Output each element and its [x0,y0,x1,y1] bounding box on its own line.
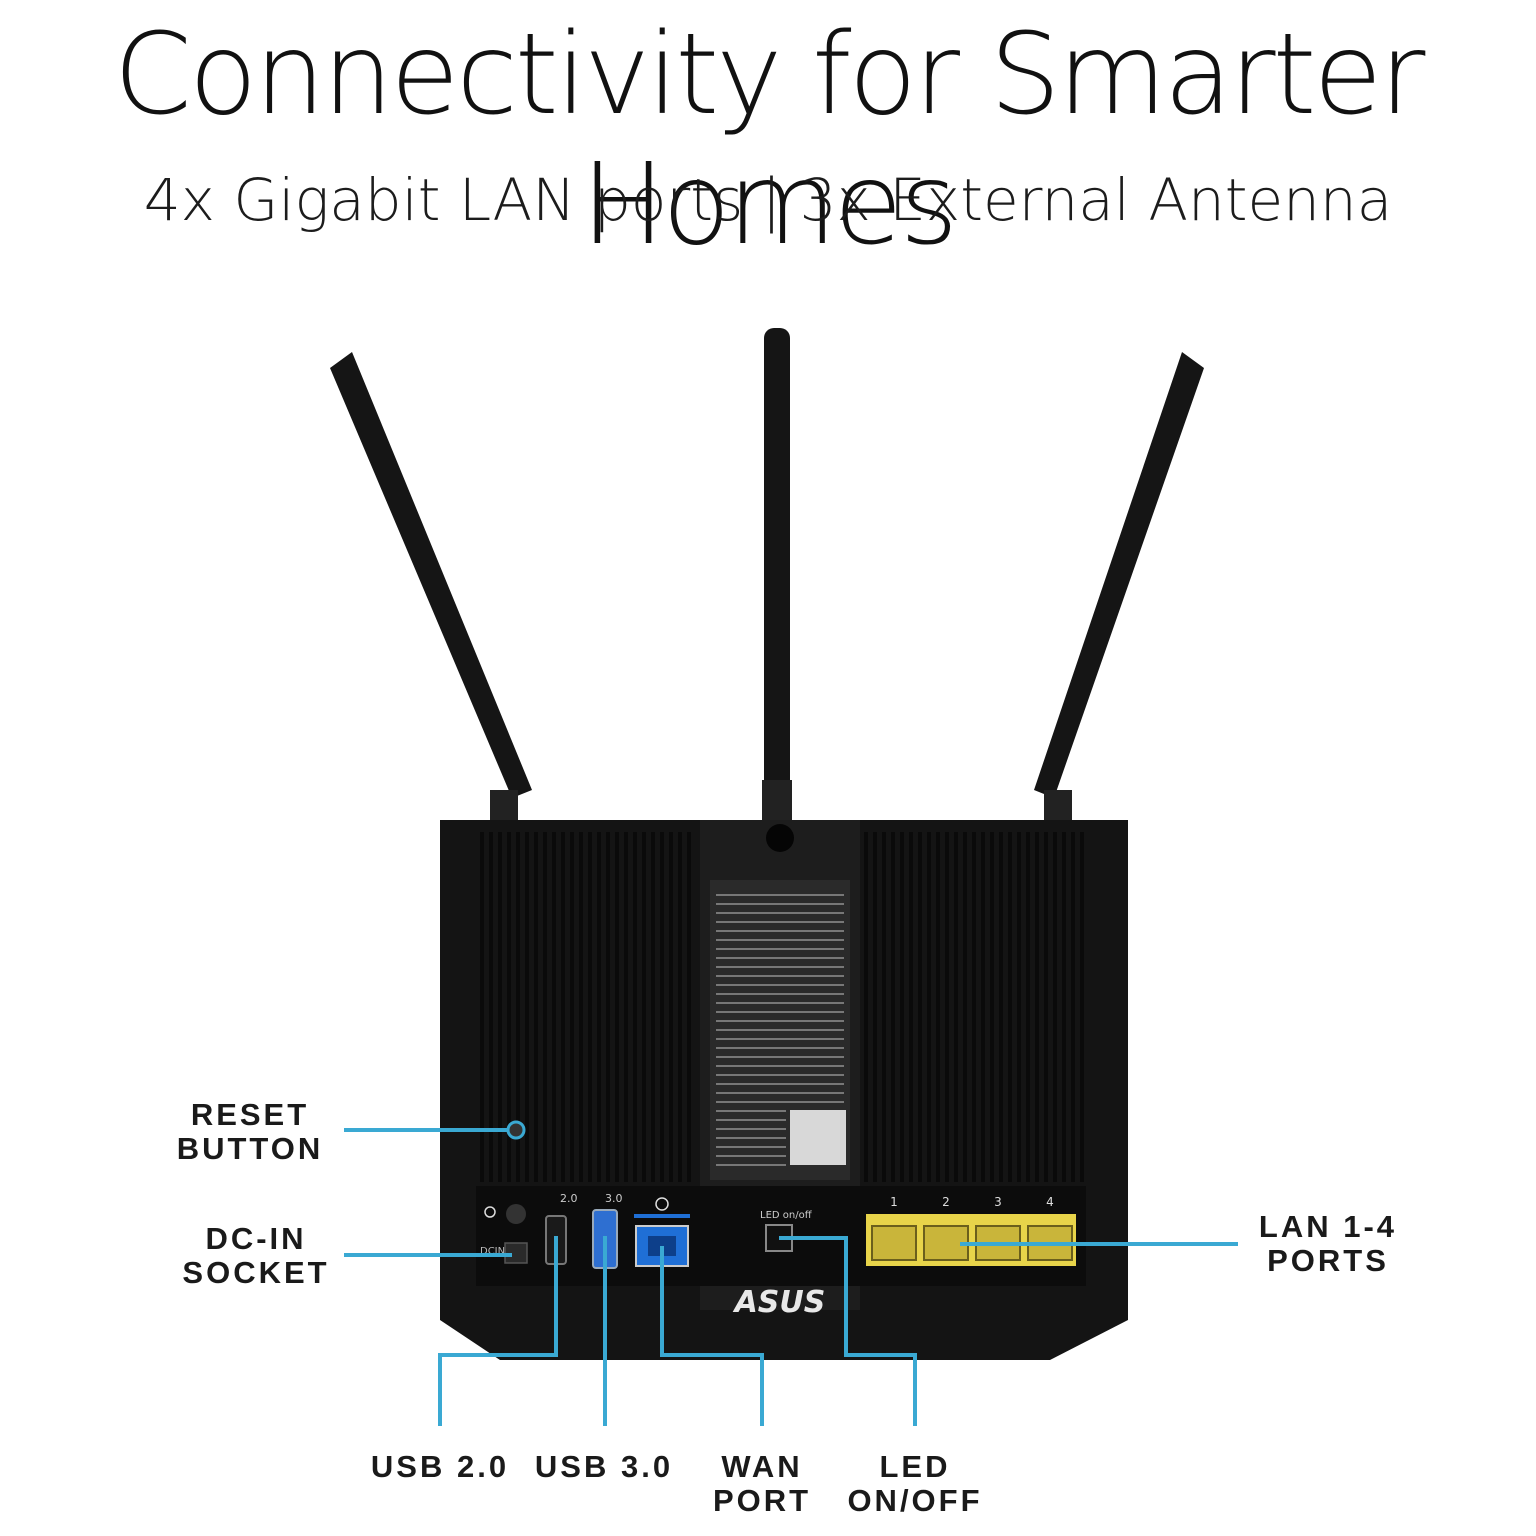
lan-port-1[interactable] [871,1225,917,1261]
vent-slot [543,832,547,1182]
vent-slot [1053,832,1057,1182]
vent-slot [1026,832,1030,1182]
vent-slot [1080,832,1084,1182]
vent-slot [1017,832,1021,1182]
lan-port-number: 2 [942,1195,950,1209]
antenna-left [330,352,532,832]
headline: Connectivity for Smarter Homes [113,10,1426,270]
dcin-mark: DCIN [480,1246,505,1257]
vent-slot [1071,832,1075,1182]
vent-slot [597,832,601,1182]
vent-slot [651,832,655,1182]
vent-slot [972,832,976,1182]
spec-label-sticker [710,880,850,1180]
vent-slot [534,832,538,1182]
vent-slot [963,832,967,1182]
vent-slot [615,832,619,1182]
power-button[interactable] [506,1204,526,1224]
vent-slot [981,832,985,1182]
vent-slot [588,832,592,1182]
vent-slot [489,832,493,1182]
vent-slot [1044,832,1048,1182]
vent-slot [633,832,637,1182]
vent-slot [642,832,646,1182]
vent-slot [945,832,949,1182]
lan-port-number: 3 [994,1195,1002,1209]
vent-slot [579,832,583,1182]
vent-slot [954,832,958,1182]
vent-slot [561,832,565,1182]
reset-button[interactable] [506,1120,526,1140]
callout-lines [344,1128,1238,1426]
vent-slot [480,832,484,1182]
lan-port-number: 4 [1046,1195,1054,1209]
usb3-mark: 3.0 [605,1192,623,1205]
vent-slot [927,832,931,1182]
vent-slot [1062,832,1066,1182]
callout-line-wan [660,1246,764,1426]
asus-logo: ASUS [733,1285,826,1320]
vent-slot [516,832,520,1182]
vent-slot [660,832,664,1182]
label-usb3: USB 3.0 [534,1449,674,1484]
subheadline: 4x Gigabit LAN ports | 3x External Anten… [143,166,1393,234]
label-usb2: USB 2.0 [370,1449,510,1484]
vent-slot [552,832,556,1182]
vent-slot [1035,832,1039,1182]
vent-grille-left [480,832,691,1182]
vent-slot [624,832,628,1182]
vent-slot [882,832,886,1182]
vent-slot [678,832,682,1182]
vent-slot [669,832,673,1182]
antenna-middle [762,328,792,840]
internet-globe-icon [655,1197,669,1211]
vent-slot [900,832,904,1182]
vent-slot [999,832,1003,1182]
antenna-right [1034,352,1204,832]
vent-slot [990,832,994,1182]
vent-slot [936,832,940,1182]
callout-line-usb2 [438,1236,558,1426]
power-icon [484,1206,496,1218]
vent-slot [606,832,610,1182]
vent-slot [525,832,529,1182]
vent-slot [570,832,574,1182]
vent-slot [687,832,691,1182]
vent-slot [864,832,868,1182]
usb2-mark: 2.0 [560,1192,578,1205]
lan-port-number: 1 [890,1195,898,1209]
vent-slot [918,832,922,1182]
vent-grille-right [864,832,1084,1182]
vent-slot [873,832,877,1182]
vent-slot [507,832,511,1182]
led-mark: LED on/off [760,1210,813,1221]
vent-slot [909,832,913,1182]
vent-slot [1008,832,1012,1182]
callout-line-led [779,1236,917,1426]
vent-slot [498,832,502,1182]
vent-slot [891,832,895,1182]
